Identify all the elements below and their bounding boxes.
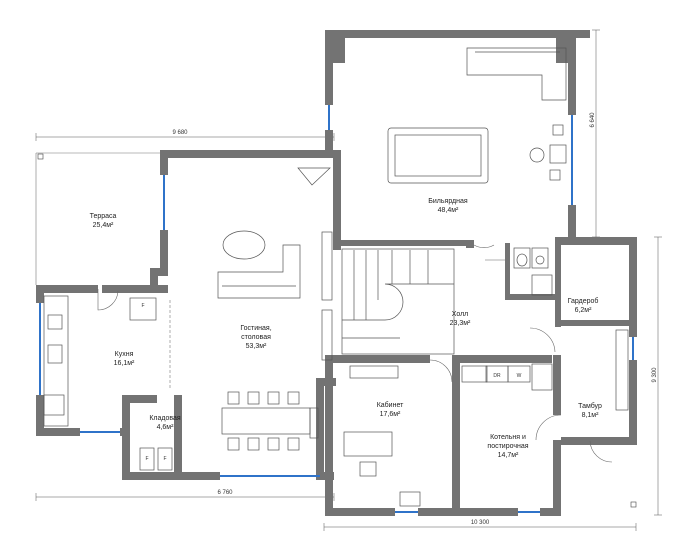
fireplace-icon (297, 167, 331, 186)
room-name-terrace: Терраса (90, 213, 117, 220)
room-area-wardrobe: 6,2м² (575, 307, 593, 314)
room-area-hall: 23,3м² (450, 320, 471, 327)
fridge-label: F (141, 303, 144, 309)
room-name-kitchen: Кухня (115, 351, 134, 358)
room-area-pantry: 4,6м² (157, 424, 175, 431)
dryer-label: DR (493, 373, 501, 379)
washer-label: W (517, 373, 522, 379)
room-area-boiler: 14,7м² (498, 452, 519, 459)
dining-table-icon (221, 407, 311, 435)
desk-icon (343, 431, 393, 457)
room-name-office: Кабинет (377, 401, 404, 409)
room-name-boiler: Котельня и (490, 434, 526, 441)
room-name-boiler-2: постирочная (487, 443, 528, 450)
dim-bottom-left: 6 760 (217, 490, 233, 496)
room-area-vestibule: 8,1м² (582, 412, 600, 419)
staircase (341, 248, 455, 355)
furniture: F F F DR W (43, 47, 629, 507)
dim-right-lower: 9 300 (652, 367, 658, 383)
downspout-icon (37, 153, 44, 160)
toilet-icon (513, 247, 531, 269)
dim-right-upper: 6 640 (590, 112, 596, 128)
dim-bottom-right: 10 300 (471, 520, 490, 526)
pantry-fridge-label-right: F (163, 456, 166, 462)
sink-icon (531, 247, 549, 269)
doors (97, 244, 613, 463)
windows (39, 105, 634, 513)
room-name-hall: Холл (452, 311, 469, 318)
room-name-wardrobe: Гардероб (568, 297, 599, 305)
dimension-lines: 9 680 6 640 9 300 6 760 10 300 (35, 29, 662, 531)
downspout-icon (630, 501, 637, 508)
room-name-living: Гостиная, (240, 325, 271, 332)
walls (36, 30, 637, 516)
corner-sofa-icon (466, 47, 567, 101)
room-name-vestibule: Тамбур (578, 402, 602, 410)
room-area-office: 17,6м² (380, 411, 401, 418)
room-name-living-2: столовая (241, 334, 271, 341)
room-area-billiard: 48,4м² (438, 207, 459, 214)
living-sofa-icon (217, 244, 301, 299)
room-area-terrace: 25,4м² (93, 222, 114, 229)
dim-top: 9 680 (172, 130, 188, 136)
room-labels: Терраса 25,4м² Бильярдная 48,4м² Гостина… (90, 198, 602, 459)
pool-table-icon (387, 127, 489, 184)
rug-icon (222, 230, 266, 260)
terrace-outline (35, 152, 637, 508)
kitchen-counter-icon (43, 295, 69, 427)
room-name-pantry: Кладовая (149, 415, 181, 422)
room-area-living: 53,3м² (246, 343, 267, 350)
fridge-icon (129, 297, 157, 321)
room-name-billiard: Бильярдная (428, 198, 468, 205)
room-area-kitchen: 16,1м² (114, 360, 135, 367)
pantry-fridge-label-left: F (145, 456, 148, 462)
